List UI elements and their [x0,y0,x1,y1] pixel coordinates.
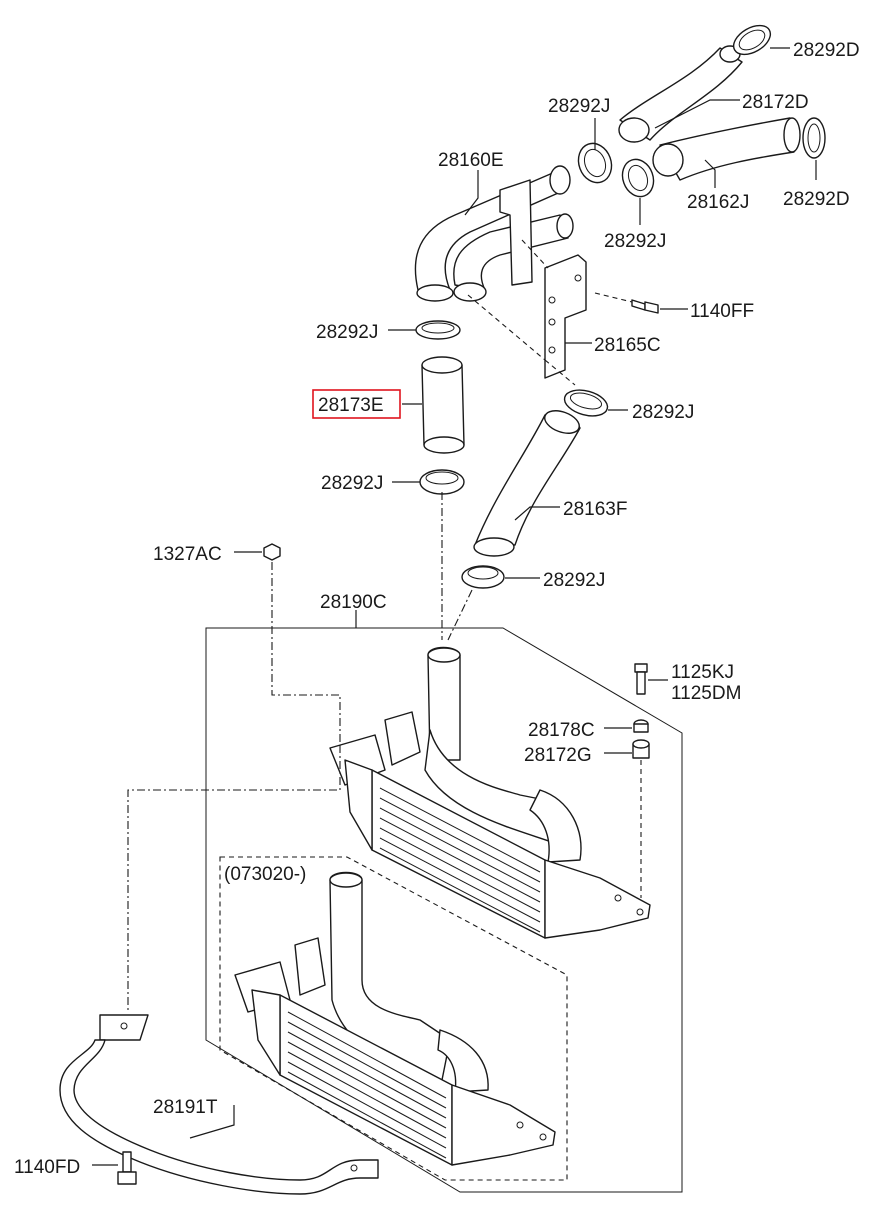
clamp-28292J-lower[interactable] [419,469,465,495]
label-1125KJ[interactable]: 1125KJ [671,662,734,683]
clamp-28292J-left[interactable] [415,320,461,340]
pipe-28160E[interactable] [414,165,574,302]
clamp-28292J-upper[interactable] [573,139,617,188]
label-073020: (073020-) [224,864,306,885]
insulator-28172G[interactable] [632,739,650,759]
label-1327AC[interactable]: 1327AC [153,544,222,565]
intercooler-variant[interactable] [234,871,556,1166]
bolt-1140FF[interactable] [631,299,659,314]
clamp-28292D-right[interactable] [802,117,826,159]
label-1140FF[interactable]: 1140FF [690,301,754,322]
clamp-28292J-right[interactable] [562,386,611,421]
clamp-28292J-bottom[interactable] [461,565,505,589]
label-28172G[interactable]: 28172G [524,745,592,766]
variant-outline-073020 [219,856,568,1181]
label-28163F[interactable]: 28163F [563,499,627,520]
clamp-28292J-mid[interactable] [617,155,658,201]
label-1140FD[interactable]: 1140FD [14,1157,80,1178]
label-28173E[interactable]: 28173E [318,395,384,416]
hose-28163F[interactable] [473,406,582,557]
label-28292D-right[interactable]: 28292D [783,189,850,210]
hose-28172D[interactable] [618,45,743,143]
intercooler-main-fins [379,787,541,933]
label-28172D[interactable]: 28172D [742,92,809,113]
label-28165C[interactable]: 28165C [594,335,661,356]
label-28292J-left[interactable]: 28292J [316,322,378,343]
hose-28162J[interactable] [652,117,801,181]
label-28191T[interactable]: 28191T [153,1097,218,1118]
label-28292J-mid[interactable]: 28292J [604,231,666,252]
bracket-28191T[interactable] [59,1014,379,1195]
bracket-28165C[interactable] [544,254,587,379]
label-28160E[interactable]: 28160E [438,150,504,171]
label-28292J-right[interactable]: 28292J [632,402,694,423]
label-28162J[interactable]: 28162J [687,192,749,213]
label-1125DM[interactable]: 1125DM [671,683,741,704]
bolt-1125KJ-1125DM[interactable] [634,663,648,695]
intercooler-main[interactable] [329,646,651,939]
label-28190C[interactable]: 28190C [320,592,387,613]
label-28292J-bottom[interactable]: 28292J [543,570,605,591]
nut-1327AC[interactable] [263,543,281,561]
clamp-28292D-top[interactable] [729,20,776,61]
leader-lines [92,47,817,1166]
bolt-1140FD[interactable] [117,1151,137,1185]
hose-28173E[interactable] [421,356,465,454]
highlight-box-28173E [312,389,401,419]
label-28292D-top[interactable]: 28292D [793,40,860,61]
label-28292J-lower[interactable]: 28292J [321,473,383,494]
intercooler-variant-fins [287,1011,447,1159]
label-28292J-upper[interactable]: 28292J [548,96,610,117]
assembly-outline-28190C [205,627,683,1193]
washer-28178C[interactable] [633,719,649,733]
label-28178C[interactable]: 28178C [528,720,595,741]
